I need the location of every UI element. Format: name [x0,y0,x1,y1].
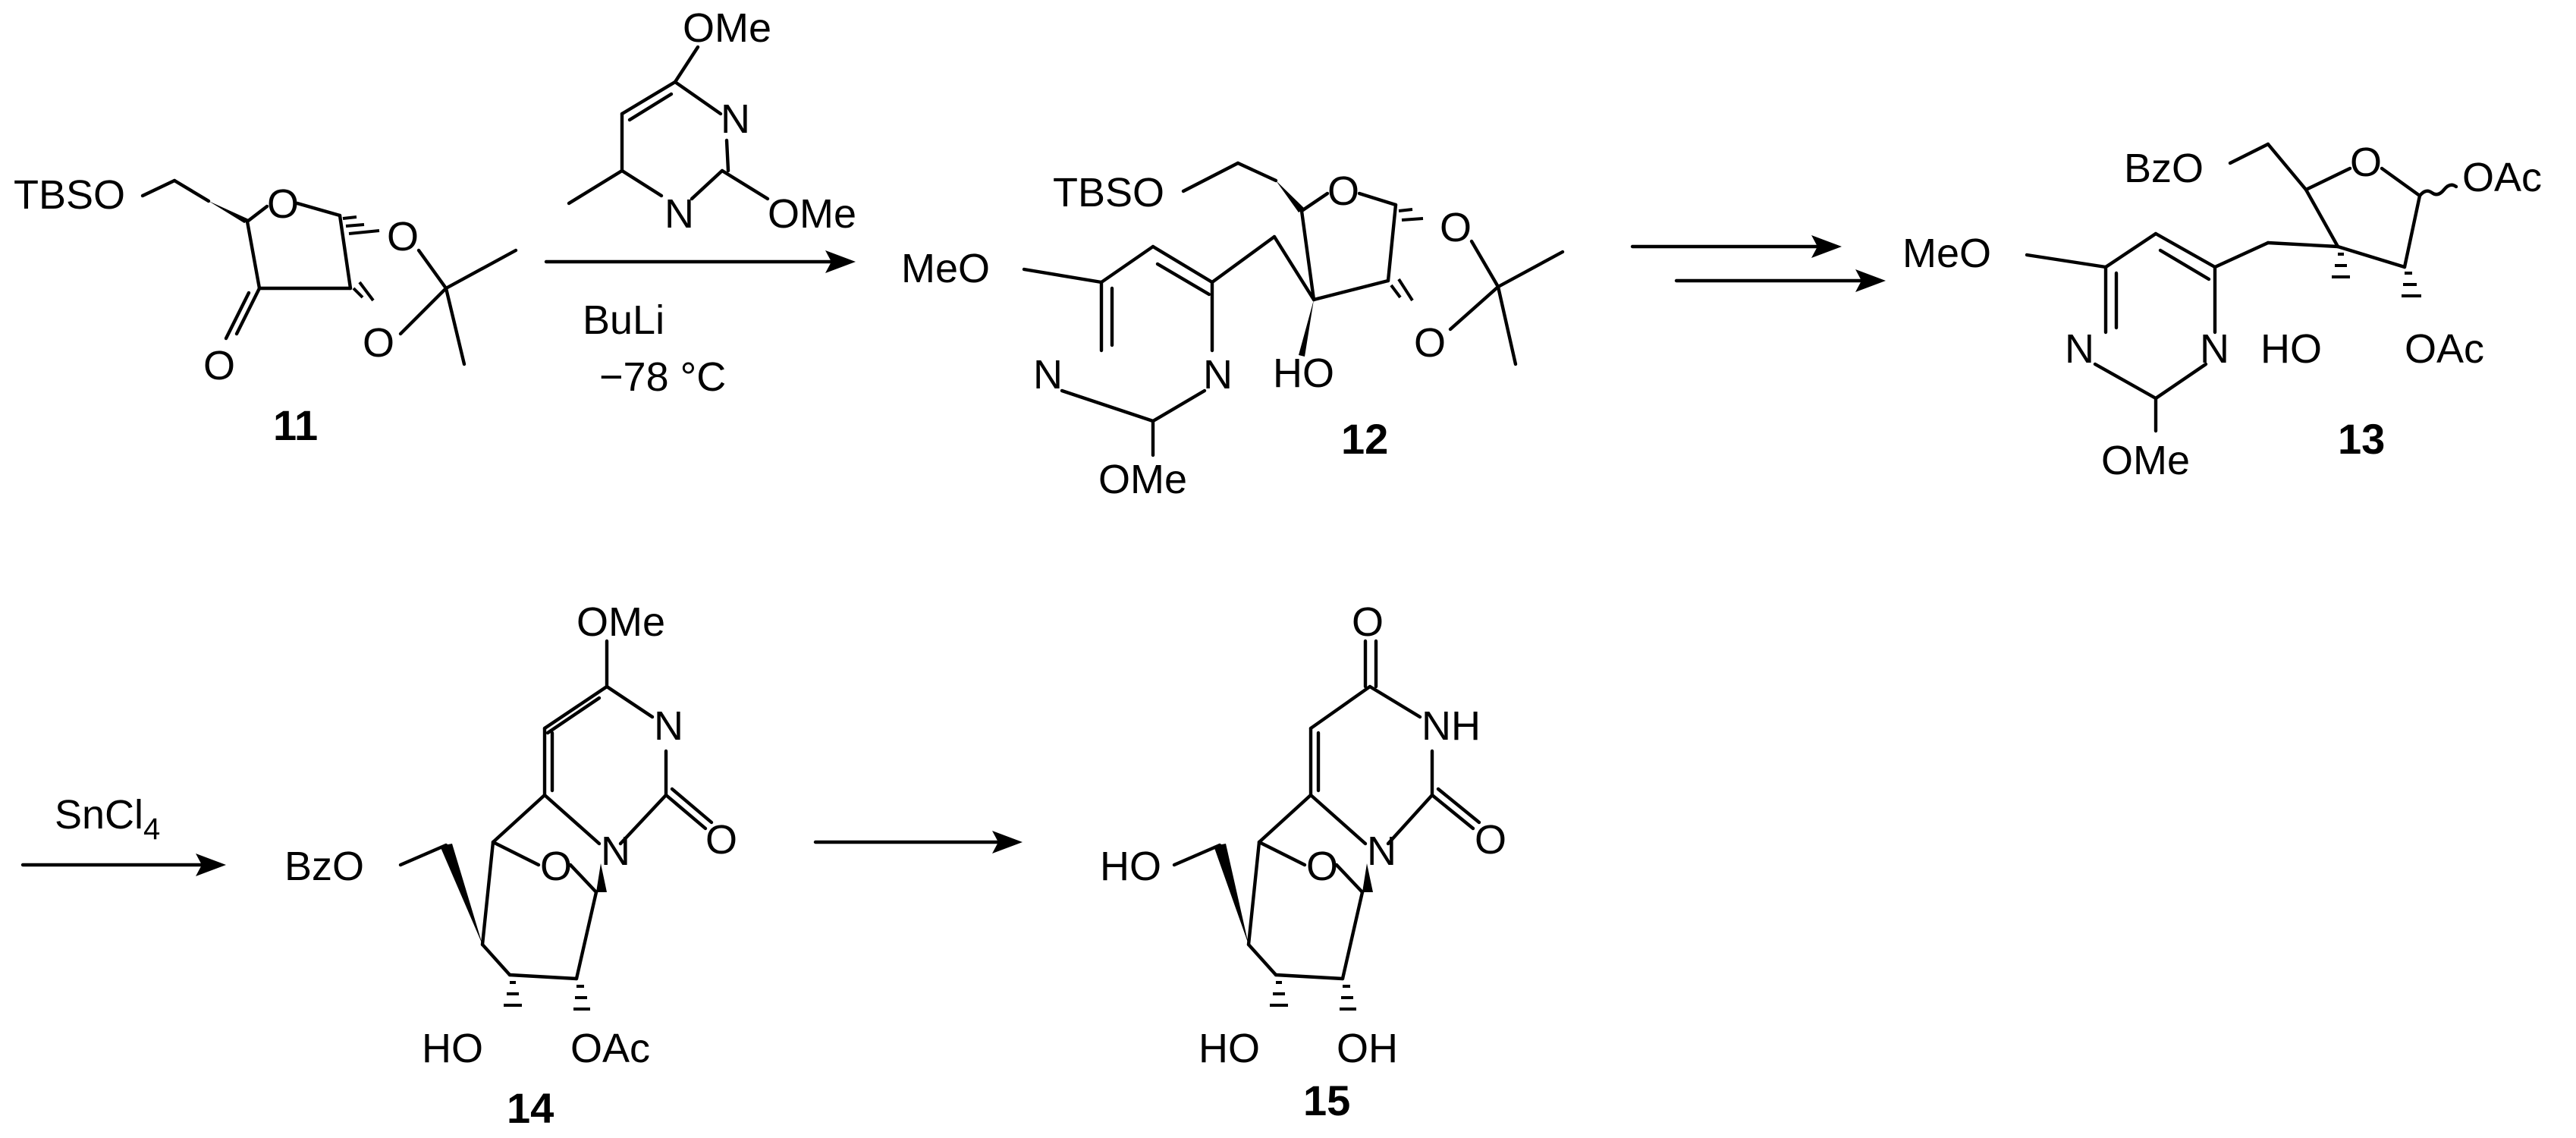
compound-13: BzO O OAc OAc HO MeO N N [1902,140,2542,483]
atom-label: O [1475,817,1506,863]
reaction-arrow-1 [544,250,856,273]
compound-12: TBSO O O O HO MeO N N [901,161,1565,502]
reagent-buli: BuLi [583,297,664,343]
atom-label: O [2350,140,2382,185]
atom-label: N [1203,352,1233,398]
reagent-temperature: −78 °C [599,354,726,400]
atom-label: OMe [576,599,665,645]
atom-label: HO [1273,351,1334,396]
atom-label: OAc [2462,155,2542,200]
atom-label: HO [1198,1026,1260,1071]
atom-label: TBSO [1053,170,1164,215]
reagent-sncl4: SnCl4 [55,792,160,846]
atom-label: O [1306,844,1338,889]
atom-label: HO [2260,326,2322,372]
atom-label: O [1327,168,1359,214]
compound-15: O NH O N O HO HO OH 15 [1100,599,1506,1124]
reaction-arrow-3 [20,854,226,876]
atom-label: OMe [768,191,856,237]
compound-label: 15 [1303,1077,1350,1124]
compound-label: 11 [273,401,318,449]
compound-14: OMe N O N O BzO HO OAc 14 [284,599,737,1132]
atom-label: O [1352,599,1384,645]
atom-label: TBSO [14,172,125,218]
compound-label: 13 [2338,415,2385,463]
atom-label: OMe [683,5,771,51]
atom-label: MeO [1902,231,1991,276]
atom-label: BzO [2124,146,2204,191]
atom-label: OMe [1098,457,1187,502]
compound-11: TBSO O O O O 11 [14,172,518,449]
atom-label: NH [1422,703,1481,749]
atom-label: N [721,96,750,142]
atom-label: O [1414,320,1446,366]
compound-label: 12 [1341,415,1388,463]
atom-label: BzO [284,844,364,889]
atom-label: OMe [2101,438,2190,483]
atom-label: N [654,703,683,749]
reaction-arrow-multistep [1630,235,1886,292]
atom-label: O [1440,205,1472,250]
atom-label: N [664,191,694,237]
atom-label: MeO [901,246,990,291]
atom-label: N [1367,828,1396,874]
atom-label: N [601,828,630,874]
atom-label: O [387,214,419,259]
atom-label: O [363,320,394,366]
atom-label: O [203,343,235,388]
reaction-arrow-4 [813,831,1023,854]
compound-label: 14 [507,1084,554,1132]
atom-label: O [267,181,299,227]
atom-label: N [2065,326,2094,372]
atom-label: OH [1337,1026,1398,1071]
atom-label: HO [1100,844,1161,889]
atom-label: O [705,817,737,863]
atom-label: N [1033,352,1063,398]
atom-label: HO [422,1026,483,1071]
atom-label: OAc [570,1026,650,1071]
atom-label: O [540,844,572,889]
atom-label: OAc [2405,326,2484,372]
reagent-pyrimidine: OMe N N OMe [567,5,856,237]
